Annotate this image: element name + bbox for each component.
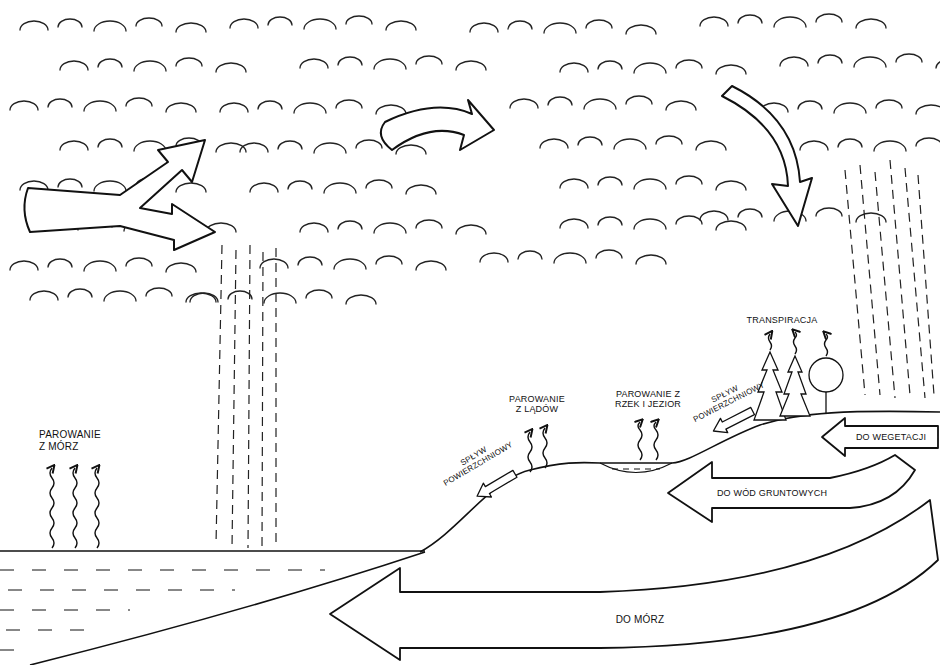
clouds-part xyxy=(300,56,486,70)
sea-part xyxy=(0,550,425,552)
label: DO WÓD GRUNTOWYCH xyxy=(712,488,832,498)
rain-part xyxy=(875,172,895,398)
clouds-part xyxy=(760,100,940,114)
clouds-part xyxy=(10,98,196,112)
rain xyxy=(216,160,934,548)
land-part xyxy=(420,411,940,552)
evaporation-arrows-part xyxy=(95,468,99,548)
rain-part xyxy=(248,245,250,548)
clouds-part xyxy=(510,96,696,110)
label: PAROWANIE Z LĄDÓW xyxy=(507,394,567,415)
cloud-arrows-part xyxy=(381,100,494,150)
clouds-part xyxy=(260,256,446,270)
evaporation-arrows-part xyxy=(638,422,642,460)
clouds-part xyxy=(20,18,206,32)
clouds-part xyxy=(250,180,436,194)
clouds-part xyxy=(800,138,940,152)
rain-part xyxy=(890,160,910,395)
rain-part xyxy=(918,175,934,395)
ground-arrows-part xyxy=(822,418,938,456)
sea-part-part xyxy=(8,590,235,591)
land-part xyxy=(612,469,660,470)
clouds-part xyxy=(560,216,746,230)
ground-arrows-part xyxy=(668,455,915,522)
ground-arrows-part xyxy=(330,500,938,660)
clouds-part xyxy=(10,258,196,272)
clouds-part xyxy=(230,16,416,30)
evaporation-arrows-part xyxy=(825,334,828,356)
trees xyxy=(754,352,843,420)
clouds-part xyxy=(220,100,406,114)
sea-part-part xyxy=(0,570,325,571)
clouds-part xyxy=(190,290,376,304)
trees-part xyxy=(809,358,843,392)
sea-part-part xyxy=(0,650,30,651)
clouds-part xyxy=(300,220,486,234)
rain-part xyxy=(232,250,236,548)
sea-part-part xyxy=(6,630,92,631)
rain-part xyxy=(905,168,925,398)
label: PAROWANIE Z RZEK I JEZIOR xyxy=(606,389,690,410)
clouds-part xyxy=(60,138,246,152)
cloud-arrows xyxy=(24,86,812,250)
label: TRANSPIRACJA xyxy=(737,315,827,325)
evaporation-arrows-part xyxy=(50,468,54,548)
rain-part xyxy=(275,248,276,548)
rain-part xyxy=(216,245,222,545)
cloud-arrows-part xyxy=(722,86,812,226)
trees-part xyxy=(825,390,826,414)
sea-part xyxy=(0,570,325,650)
evaporation-arrows-part xyxy=(769,334,772,350)
evaporation-arrows-part xyxy=(73,468,77,548)
evaporation-arrows-part xyxy=(654,422,658,460)
clouds-part xyxy=(560,176,746,190)
clouds-part xyxy=(780,54,940,68)
evaporation-arrows-part xyxy=(543,428,547,468)
clouds-part xyxy=(700,14,886,28)
land xyxy=(420,411,940,552)
label: DO MÓRZ xyxy=(600,614,680,626)
rain-part xyxy=(845,170,865,395)
runoff-arrows-part xyxy=(473,467,519,503)
label: DO WEGETACJI xyxy=(848,432,934,442)
clouds-part xyxy=(470,20,656,34)
evaporation-arrows-part xyxy=(528,432,532,472)
label: PAROWANIE Z MÓRZ xyxy=(39,429,105,452)
clouds xyxy=(10,14,940,304)
evaporation-arrows-part xyxy=(794,332,797,354)
land-part xyxy=(600,463,672,473)
clouds-part xyxy=(60,58,246,72)
clouds-part xyxy=(540,136,726,150)
clouds-part xyxy=(560,60,746,74)
clouds-part xyxy=(30,288,216,302)
cloud-arrows-part xyxy=(24,140,215,250)
rain-part xyxy=(262,252,263,548)
rain-part xyxy=(860,165,880,395)
trees-part xyxy=(780,356,810,416)
sea-part-part xyxy=(0,610,130,611)
clouds-part xyxy=(480,250,666,264)
ground-arrows xyxy=(330,418,938,660)
